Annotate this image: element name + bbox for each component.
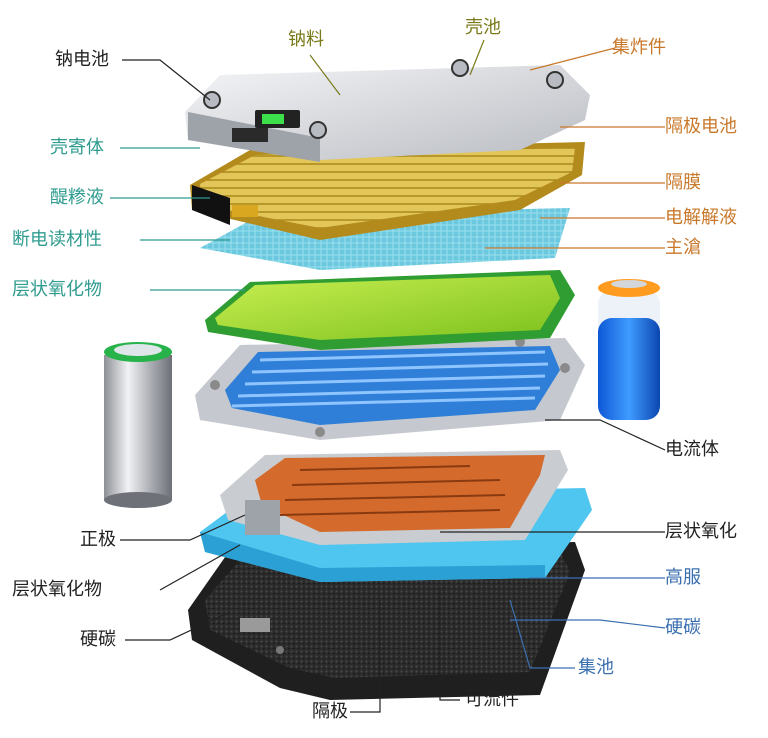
label-collector-piece: 集炸件 xyxy=(612,37,666,58)
label-separator-battery: 隔极电池 xyxy=(665,116,737,137)
label-shell-pool: 壳池 xyxy=(465,17,501,38)
label-flowable-piece: 可流件 xyxy=(465,689,519,710)
label-electrolyte-misc: 醍糁液 xyxy=(50,187,104,208)
label-electrolyte: 电解解液 xyxy=(665,207,737,228)
liquid-vial xyxy=(598,279,660,420)
label-separator-pole: 隔极 xyxy=(312,701,348,722)
label-hard-carbon-2: 硬碳 xyxy=(665,617,701,638)
bottom-case xyxy=(188,542,585,700)
cylindrical-cell xyxy=(104,342,172,508)
label-na-material: 钠料 xyxy=(288,29,324,50)
label-hard-carbon: 硬碳 xyxy=(80,629,116,650)
label-shell-body: 壳寄体 xyxy=(50,137,104,158)
label-main-channel: 主滄 xyxy=(665,237,701,258)
label-layered-oxide-2: 层状氧化 xyxy=(665,521,737,542)
green-plate xyxy=(205,270,575,350)
label-current-body: 电流体 xyxy=(665,439,719,460)
label-layered-oxide-3: 层状氧化物 xyxy=(12,579,102,600)
label-na-battery: 钠电池 xyxy=(55,49,109,70)
label-collector-pool: 集池 xyxy=(578,657,614,678)
top-case xyxy=(185,59,590,162)
gold-separator xyxy=(190,142,585,240)
electrode-tray xyxy=(220,450,568,545)
cell-frame xyxy=(195,337,585,440)
label-layered-oxide: 层状氧化物 xyxy=(12,279,102,300)
leader-lines xyxy=(110,39,666,713)
label-high-clothes: 高服 xyxy=(665,567,701,588)
label-circuit-material: 断电读材性 xyxy=(12,229,102,250)
label-positive: 正极 xyxy=(80,529,116,550)
label-separator-film: 隔膜 xyxy=(665,172,701,193)
